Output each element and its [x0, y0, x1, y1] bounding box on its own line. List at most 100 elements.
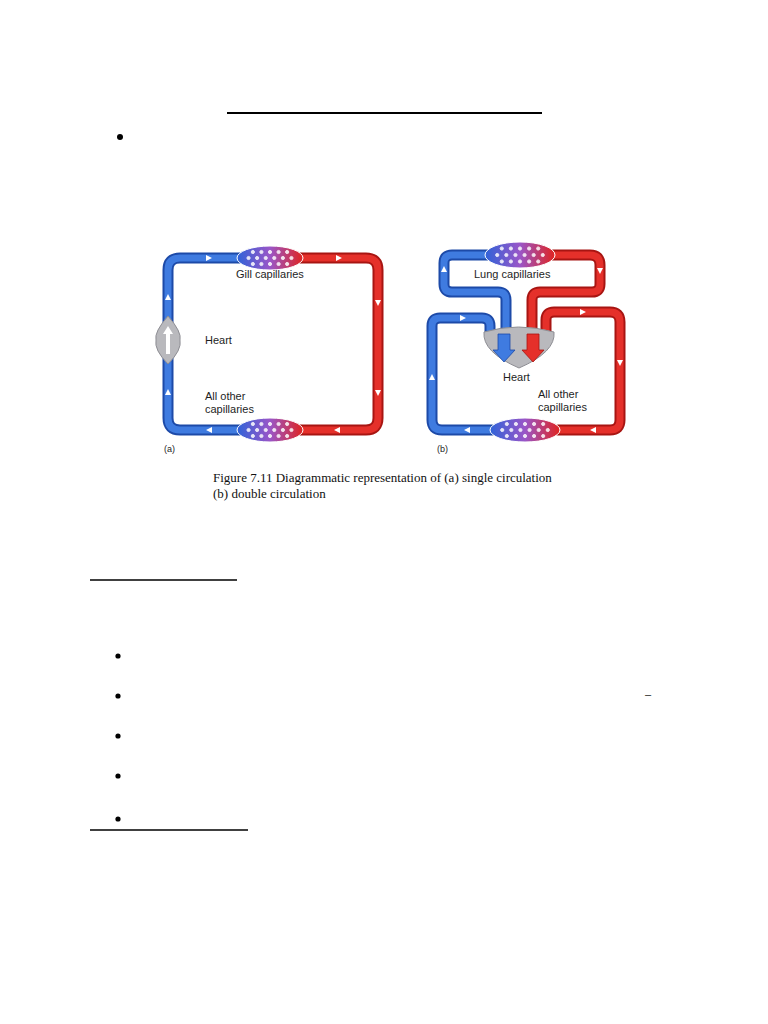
capillary-texture — [260, 262, 263, 265]
capillary-texture — [290, 256, 293, 259]
capillary-texture — [260, 250, 263, 253]
capillary-texture — [500, 260, 503, 263]
capillary-texture — [514, 422, 517, 425]
double-circulation-vessels — [432, 255, 620, 430]
bullet-dot — [115, 693, 120, 698]
capillary-texture — [256, 256, 259, 259]
flow-arrow — [165, 389, 171, 395]
capillary-texture — [542, 422, 545, 425]
single-circulation-vessels — [168, 258, 378, 430]
capillary-texture — [542, 434, 545, 437]
capillary-texture — [281, 428, 284, 431]
capillary-texture — [268, 422, 271, 425]
organ-label: Heart — [503, 371, 553, 384]
capillary-texture — [528, 260, 531, 263]
flow-arrow — [580, 309, 586, 315]
capillary-texture — [510, 428, 513, 431]
flow-arrow — [334, 427, 340, 433]
capillary-texture — [523, 253, 526, 256]
capillary-texture — [260, 422, 263, 425]
capillary-texture — [251, 262, 254, 265]
flow-arrow — [460, 315, 466, 321]
capillary-label: Gill capillaries — [236, 268, 346, 281]
flow-arrow — [597, 268, 603, 274]
panel-letter: (a) — [164, 444, 194, 454]
capillary-texture — [268, 262, 271, 265]
bullet-dot — [115, 816, 120, 821]
double-circulation-vessels — [432, 318, 492, 430]
capillary-label: All other capillaries — [538, 388, 610, 413]
panel-letter: (b) — [437, 444, 467, 454]
capillary-texture — [501, 422, 550, 437]
bullet-dot — [117, 134, 123, 140]
figure-caption: Figure 7.11 Diagrammatic representation … — [213, 470, 563, 501]
capillary-texture — [537, 247, 540, 250]
document-rule — [90, 829, 248, 831]
capillary-texture — [523, 434, 526, 437]
capillary-texture — [290, 428, 293, 431]
heart-symbol — [156, 316, 181, 364]
capillary-texture — [277, 250, 280, 253]
capillary-texture — [247, 422, 293, 437]
bullet-dot — [115, 773, 120, 778]
heart-symbol — [163, 326, 173, 354]
flow-arrow — [590, 427, 596, 433]
flow-arrow — [429, 266, 623, 433]
heart-symbol — [484, 327, 554, 368]
capillary-texture — [519, 428, 522, 431]
capillary-texture — [286, 422, 289, 425]
capillary-texture — [264, 256, 267, 259]
single-circulation-vessels — [300, 258, 378, 430]
capillary-bed — [237, 246, 303, 270]
capillary-texture — [501, 428, 504, 431]
capillary-texture — [256, 428, 259, 431]
capillary-texture — [286, 434, 289, 437]
capillary-bed — [237, 418, 303, 442]
capillary-texture — [523, 422, 526, 425]
flow-arrow — [429, 374, 435, 380]
heart-symbol — [484, 327, 554, 368]
capillary-texture — [268, 434, 271, 437]
capillary-texture — [273, 256, 276, 259]
capillary-texture — [277, 434, 280, 437]
capillary-bed — [485, 242, 555, 268]
capillary-texture — [500, 247, 503, 250]
capillary-texture — [537, 260, 540, 263]
flow-arrow — [375, 390, 381, 396]
flow-arrow — [617, 360, 623, 366]
flow-arrow — [375, 300, 381, 306]
capillary-texture — [541, 253, 544, 256]
capillary-texture — [509, 260, 512, 263]
capillary-texture — [505, 422, 508, 425]
heart-symbol — [156, 316, 181, 364]
capillary-texture — [286, 250, 289, 253]
document-rule — [90, 579, 237, 581]
capillary-texture — [286, 262, 289, 265]
heart-symbol — [493, 334, 515, 362]
capillary-texture — [505, 434, 508, 437]
flow-arrow — [206, 255, 212, 261]
capillary-texture — [509, 247, 512, 250]
flow-arrow — [165, 294, 171, 300]
flow-arrow — [206, 427, 212, 433]
capillary-texture — [277, 422, 280, 425]
capillary-bed — [490, 418, 560, 442]
capillary-texture — [496, 253, 499, 256]
capillary-texture — [532, 253, 535, 256]
capillary-texture — [528, 428, 531, 431]
capillary-texture — [537, 428, 540, 431]
double-circulation-vessels — [432, 318, 492, 430]
capillary-texture — [518, 260, 521, 263]
capillary-texture — [251, 422, 254, 425]
capillary-texture — [247, 428, 250, 431]
capillary-texture — [264, 428, 267, 431]
single-circulation-vessels — [300, 258, 378, 430]
capillary-texture — [496, 247, 545, 263]
document-rule — [227, 112, 542, 114]
bullet-dot — [115, 134, 123, 822]
bullet-dot — [115, 733, 120, 738]
capillary-texture — [251, 434, 254, 437]
capillary-texture — [281, 256, 284, 259]
